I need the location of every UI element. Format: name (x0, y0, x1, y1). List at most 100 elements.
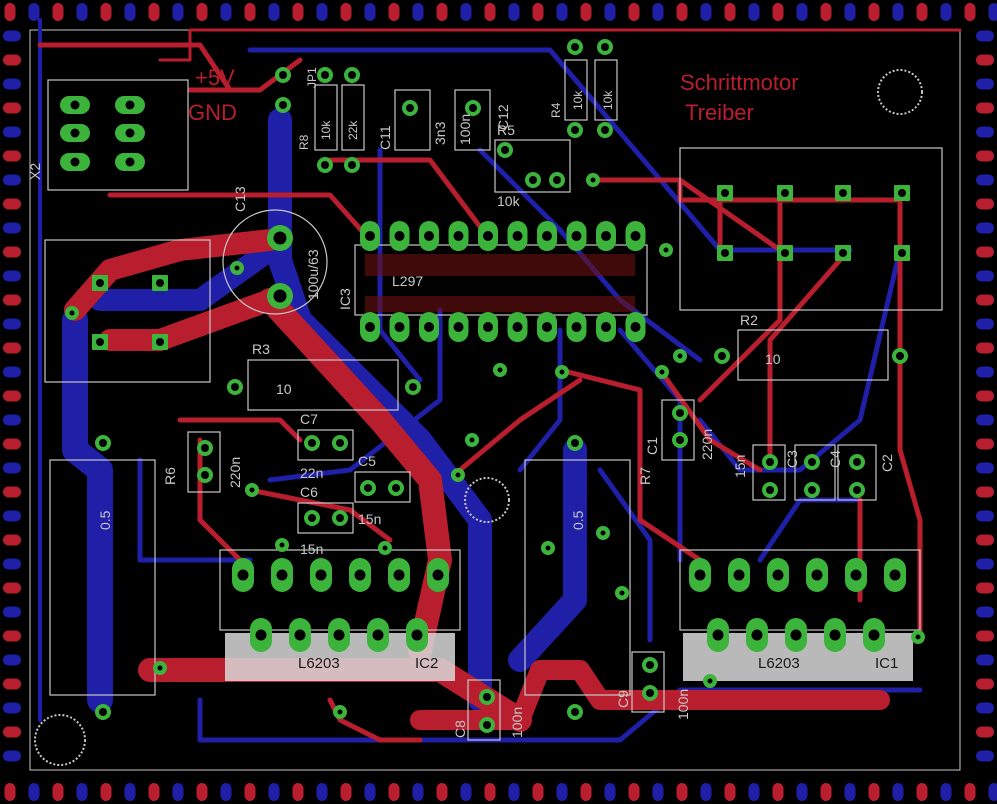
edge-pad (3, 726, 21, 738)
edge-pad (436, 3, 448, 21)
edge-pad (124, 783, 136, 801)
pad (250, 618, 272, 652)
edge-pad (820, 3, 832, 21)
edge-pad (976, 726, 994, 738)
label-c1-val: 220n (699, 429, 715, 460)
label-c11: C11 (377, 125, 393, 150)
edge-pad (976, 342, 994, 354)
edge-pad (844, 3, 856, 21)
label-ic1: IC1 (875, 655, 898, 672)
edge-pad (316, 783, 328, 801)
edge-pad (508, 3, 520, 21)
pad (714, 348, 730, 364)
label-r3-val: 10 (276, 381, 292, 397)
edge-pad (916, 783, 928, 801)
pad (849, 454, 865, 470)
pad (267, 225, 293, 251)
label-c6: C6 (300, 484, 318, 500)
edge-pad (3, 150, 21, 162)
edge-pad (976, 222, 994, 234)
label-ic3-val: L297 (392, 273, 423, 289)
edge-pad (532, 783, 544, 801)
pad (707, 618, 729, 652)
pad (152, 334, 168, 350)
edge-pad (976, 318, 994, 330)
label-220n-left: 220n (227, 457, 243, 488)
pad (60, 124, 90, 142)
edge-pad (148, 783, 160, 801)
edge-pad (964, 783, 976, 801)
edge-pad (340, 783, 352, 801)
pad (402, 100, 418, 116)
edge-pad (3, 678, 21, 690)
pad (549, 172, 565, 188)
pad (448, 312, 469, 342)
pad (785, 618, 807, 652)
pad (728, 558, 750, 592)
pad (762, 454, 778, 470)
edge-pad (196, 3, 208, 21)
pad (567, 704, 583, 720)
edge-pad (196, 783, 208, 801)
label-ic2-val: L6203 (298, 655, 340, 672)
edge-pad (3, 198, 21, 210)
edge-pad (3, 270, 21, 282)
pad (567, 435, 583, 451)
pad (835, 185, 851, 201)
label-ic1-val: L6203 (758, 655, 800, 672)
edge-pad (244, 783, 256, 801)
label-c7-val: 22n (300, 465, 323, 481)
pad (884, 558, 906, 592)
edge-pad (976, 414, 994, 426)
edge-pad (3, 30, 21, 42)
edge-pad (532, 3, 544, 21)
edge-pad (3, 414, 21, 426)
edge-pad (976, 558, 994, 570)
edge-pad (28, 783, 40, 801)
edge-pad (964, 3, 976, 21)
pad (289, 618, 311, 652)
edge-pad (484, 783, 496, 801)
pad (804, 482, 820, 498)
edge-pad (772, 783, 784, 801)
label-r4: R4 (549, 102, 563, 118)
edge-pad (844, 783, 856, 801)
pad (507, 221, 528, 251)
edge-pad (976, 678, 994, 690)
edge-pad (700, 783, 712, 801)
label-r7: R7 (637, 467, 653, 485)
pad (275, 97, 291, 113)
edge-pad (628, 783, 640, 801)
edge-pad (436, 783, 448, 801)
edge-pad (976, 102, 994, 114)
pad (596, 312, 616, 342)
label-r2: R2 (740, 312, 758, 328)
edge-pad (3, 438, 21, 450)
label-c8-val: 100n (509, 707, 525, 738)
pad (271, 558, 293, 592)
edge-pad (292, 3, 304, 21)
edge-pad (364, 783, 376, 801)
pad (478, 312, 498, 342)
pad (95, 435, 111, 451)
pad (497, 142, 513, 158)
supply-plus-label: +5V (195, 65, 235, 90)
pad (349, 558, 371, 592)
edge-pad (268, 783, 280, 801)
pad (597, 39, 613, 55)
edge-pad (976, 702, 994, 714)
edge-pad (724, 3, 736, 21)
edge-pad (976, 534, 994, 546)
edge-pad (3, 342, 21, 354)
pad (232, 558, 254, 592)
pad (642, 685, 658, 701)
pad (894, 185, 910, 201)
edge-pad (148, 3, 160, 21)
label-ic2: IC2 (415, 655, 438, 672)
label-c6-val: 15n (300, 541, 323, 557)
edge-pad (976, 630, 994, 642)
pad (777, 185, 793, 201)
edge-pad (3, 366, 21, 378)
pad (115, 124, 145, 142)
pad (197, 467, 213, 483)
